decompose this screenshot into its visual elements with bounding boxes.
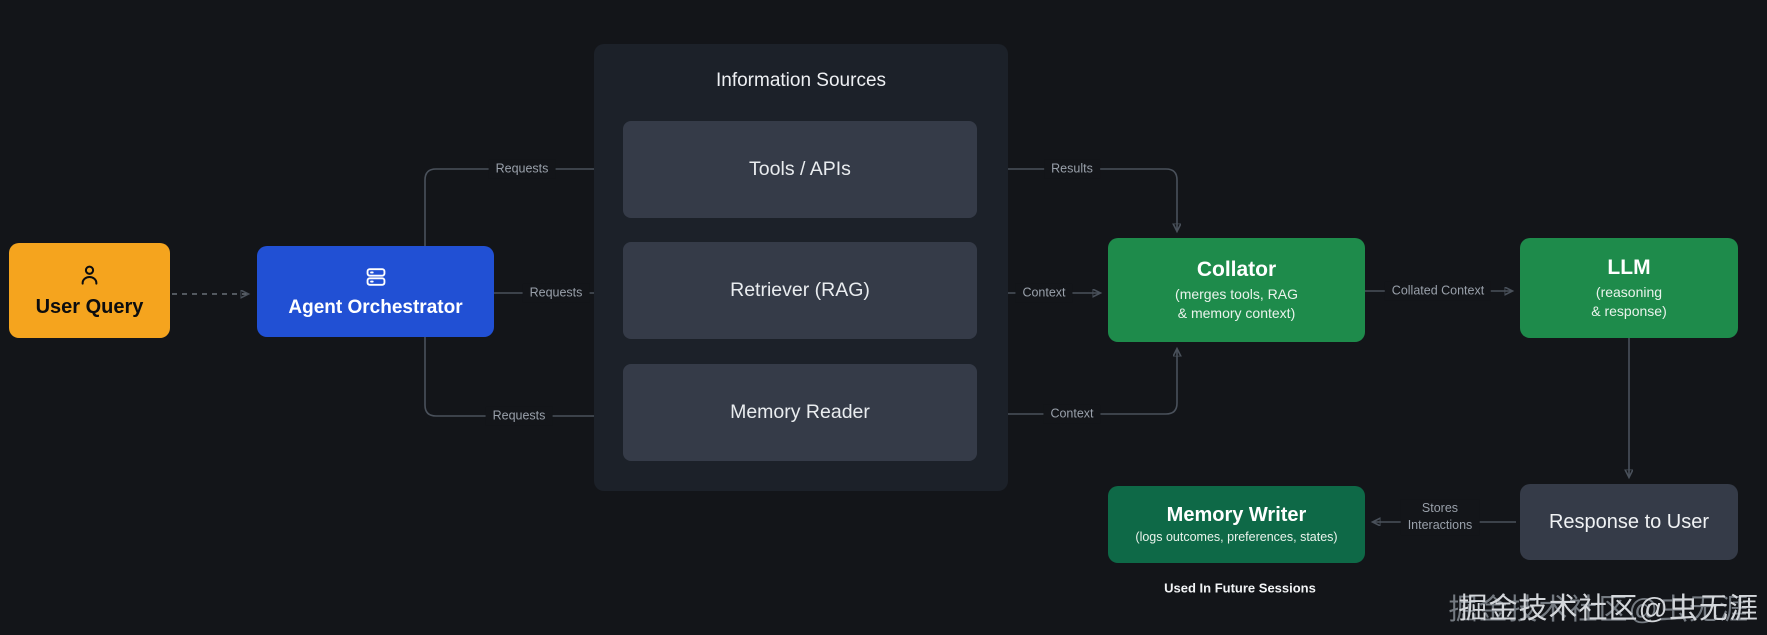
node-subtitle: (merges tools, RAG & memory context) — [1175, 286, 1298, 321]
node-title: LLM — [1607, 256, 1651, 280]
node-agent-orchestrator: Agent Orchestrator — [257, 246, 494, 337]
edge-label-stores-interactions: Stores Interactions — [1400, 499, 1480, 535]
edge-label-context-mid: Context — [1015, 283, 1073, 303]
edge-label-results: Results — [1044, 159, 1100, 179]
edge-label-requests-top: Requests — [488, 159, 556, 179]
edge-requests-bottom — [424, 337, 613, 416]
edge-label-collated-context: Collated Context — [1384, 281, 1492, 301]
node-label: Retriever (RAG) — [730, 279, 870, 301]
node-subtitle: (logs outcomes, preferences, states) — [1135, 529, 1338, 544]
edge-label-requests-mid: Requests — [522, 283, 590, 303]
node-collator: Collator (merges tools, RAG & memory con… — [1108, 238, 1365, 342]
node-label: Memory Reader — [730, 401, 870, 423]
node-label: Response to User — [1548, 510, 1710, 533]
edge-label-context-bottom: Context — [1043, 404, 1101, 424]
node-memory-writer: Memory Writer (logs outcomes, preference… — [1108, 486, 1365, 563]
person-icon — [76, 262, 103, 289]
node-title: Memory Writer — [1166, 503, 1307, 526]
node-user-query: User Query — [9, 243, 170, 338]
node-label: Agent Orchestrator — [288, 297, 463, 318]
node-tools-apis: Tools / APIs — [623, 121, 977, 218]
footnote-used-in-future-sessions: Used In Future Sessions — [1164, 580, 1316, 596]
edge-requests-top — [424, 169, 613, 246]
node-retriever-rag: Retriever (RAG) — [623, 242, 977, 339]
node-response-to-user: Response to User — [1520, 484, 1738, 560]
node-label: Tools / APIs — [749, 158, 851, 180]
node-label: User Query — [35, 296, 144, 318]
edge-label-requests-bottom: Requests — [485, 406, 553, 426]
node-llm: LLM (reasoning & response) — [1520, 238, 1738, 338]
server-stack-icon — [363, 264, 389, 290]
node-subtitle: (reasoning & response) — [1591, 284, 1667, 319]
panel-title: Information Sources — [715, 70, 887, 91]
node-memory-reader: Memory Reader — [623, 364, 977, 461]
watermark: 掘金技术社区@虫无涯 — [1458, 593, 1759, 625]
node-title: Collator — [1196, 258, 1277, 282]
